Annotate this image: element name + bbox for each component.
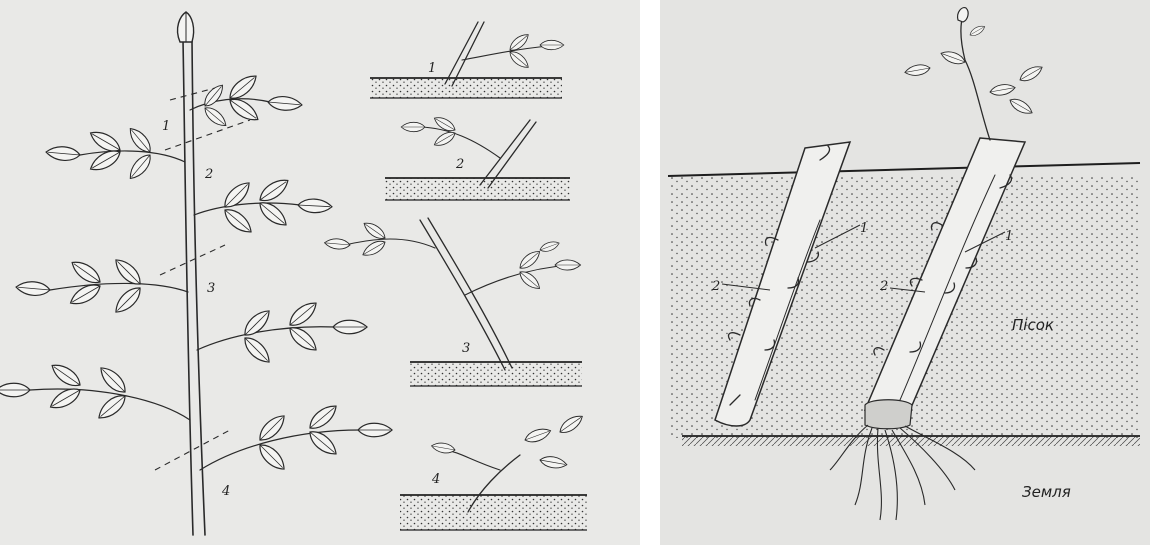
stem-and-cuttings-drawing: 1 2 3 4 1 2 (0, 0, 640, 545)
sand-label: Пісок (1012, 316, 1054, 334)
cutting-a-label-2: 2 (711, 279, 720, 294)
cutting-2: 2 (385, 114, 570, 200)
cut-lines (155, 88, 250, 470)
earth-label: Земля (1022, 483, 1071, 501)
stem-label-3: 3 (207, 281, 215, 296)
cutting-b-label-1: 1 (1005, 229, 1013, 244)
rooting-in-sand-drawing: 1 2 (660, 0, 1150, 545)
left-illustration-panel: 1 2 3 4 1 2 (0, 0, 640, 545)
cutting-a-label-1: 1 (860, 221, 868, 236)
stem-label-2: 2 (204, 167, 213, 182)
cutting-label-3: 3 (462, 341, 470, 356)
cutting-1: 1 (370, 22, 564, 98)
cutting-label-4: 4 (431, 472, 440, 487)
cutting-3: 3 (324, 218, 582, 386)
cutting-b-label-2: 2 (879, 279, 888, 294)
stem-labels: 1 2 3 4 (162, 119, 230, 499)
right-illustration-panel: 1 2 (660, 0, 1150, 545)
stem-label-4: 4 (221, 484, 230, 499)
cutting-label-1: 1 (428, 61, 436, 76)
cutting-4: 4 (400, 412, 587, 530)
cutting-label-2: 2 (455, 157, 464, 172)
stem-label-1: 1 (162, 119, 170, 134)
main-stem (178, 12, 205, 535)
